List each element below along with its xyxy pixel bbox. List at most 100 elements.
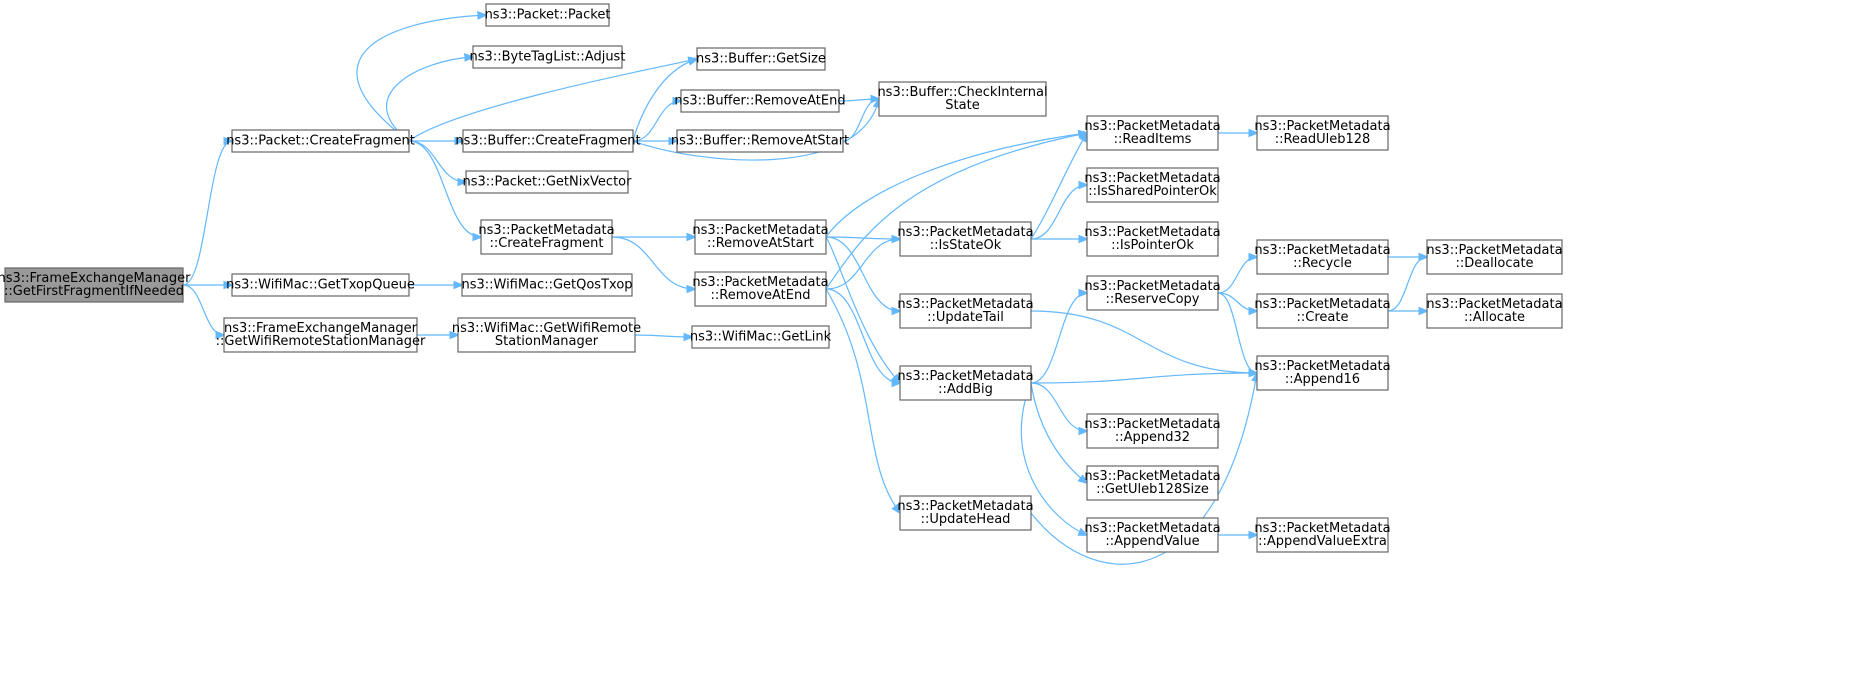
- node-label: ns3::PacketMetadata: [1084, 119, 1220, 134]
- node-label: ns3::PacketMetadata: [1254, 297, 1390, 312]
- node-label: ::GetFirstFragmentIfNeeded: [4, 284, 184, 299]
- node-pm-reservecopy[interactable]: ns3::PacketMetadata::ReserveCopy: [1084, 275, 1221, 311]
- node-box: [1086, 517, 1219, 553]
- node-pm-recycle[interactable]: ns3::PacketMetadata::Recycle: [1254, 239, 1391, 275]
- node-pm-appendvalue[interactable]: ns3::PacketMetadata::AppendValue: [1084, 517, 1221, 553]
- node-box: [694, 271, 827, 307]
- edge-buf_createfrag-to-buf_checkinternal: [632, 99, 879, 161]
- node-box: [231, 273, 410, 297]
- node-box: [1426, 239, 1563, 275]
- node-pm-append16[interactable]: ns3::PacketMetadata::Append16: [1254, 355, 1391, 391]
- edge-root-to-pkt_createfrag: [182, 141, 232, 286]
- node-label: ns3::PacketMetadata: [1084, 417, 1220, 432]
- edge-pm_updatetail-to-pm_append16: [1030, 310, 1257, 373]
- node-pm-allocate[interactable]: ns3::PacketMetadata::Allocate: [1426, 293, 1563, 329]
- node-buf-getsize[interactable]: ns3::Buffer::GetSize: [696, 47, 826, 71]
- node-pm-updatetail[interactable]: ns3::PacketMetadata::UpdateTail: [897, 293, 1034, 329]
- node-label: ::UpdateTail: [927, 310, 1004, 325]
- node-box: [1086, 275, 1219, 311]
- edge-pm_removeatstart-to-pm_updatetail: [825, 236, 900, 311]
- node-getLink[interactable]: ns3::WifiMac::GetLink: [690, 325, 832, 349]
- edge-pm_reservecopy-to-pm_recycle: [1217, 257, 1257, 294]
- node-box: [1086, 465, 1219, 501]
- node-box: [1086, 115, 1219, 151]
- node-wm-getwrsm[interactable]: ns3::WifiMac::GetWifiRemoteStationManage…: [452, 317, 641, 353]
- edge-pm_removeatend-to-pm_isstateok: [825, 239, 900, 290]
- node-pm-addbig[interactable]: ns3::PacketMetadata::AddBig: [897, 365, 1034, 401]
- node-buf-removeatend[interactable]: ns3::Buffer::RemoveAtEnd: [674, 89, 846, 113]
- node-root[interactable]: ns3::FrameExchangeManager::GetFirstFragm…: [0, 267, 191, 303]
- node-buf-removeatstart[interactable]: ns3::Buffer::RemoveAtStart: [671, 129, 849, 153]
- node-box: [1086, 167, 1219, 203]
- node-getQosTxop[interactable]: ns3::WifiMac::GetQosTxop: [461, 273, 633, 297]
- node-label: ns3::PacketMetadata: [1084, 469, 1220, 484]
- node-label: ns3::WifiMac::GetTxopQueue: [226, 278, 415, 293]
- node-box: [696, 47, 826, 71]
- node-pkt-packet[interactable]: ns3::Packet::Packet: [485, 3, 611, 27]
- edges-layer: [182, 15, 1427, 565]
- node-box: [694, 219, 827, 255]
- node-pm-removeatend[interactable]: ns3::PacketMetadata::RemoveAtEnd: [692, 271, 829, 307]
- node-label: ns3::PacketMetadata: [1426, 243, 1562, 258]
- node-box: [899, 293, 1032, 329]
- node-label: ns3::Packet::Packet: [485, 8, 611, 23]
- node-label: ns3::WifiMac::GetLink: [690, 330, 832, 345]
- node-btl-adjust[interactable]: ns3::ByteTagList::Adjust: [470, 45, 626, 69]
- node-pm-removeatstart[interactable]: ns3::PacketMetadata::RemoveAtStart: [692, 219, 829, 255]
- node-pm-updatehead[interactable]: ns3::PacketMetadata::UpdateHead: [897, 495, 1034, 531]
- node-label: ns3::Packet::CreateFragment: [226, 134, 415, 149]
- node-label: ns3::PacketMetadata: [897, 369, 1033, 384]
- node-box: [1256, 517, 1389, 553]
- node-label: ::Append16: [1285, 372, 1360, 387]
- node-box: [1086, 413, 1219, 449]
- edge-pm_removeatend-to-pm_addbig: [825, 288, 900, 383]
- node-label: ::IsStateOk: [930, 238, 1002, 253]
- node-label: ns3::Buffer::RemoveAtEnd: [674, 94, 845, 109]
- node-label: ns3::PacketMetadata: [897, 225, 1033, 240]
- node-pm-create[interactable]: ns3::PacketMetadata::Create: [1254, 293, 1391, 329]
- node-getTxopQueue[interactable]: ns3::WifiMac::GetTxopQueue: [226, 273, 415, 297]
- node-label: ::ReserveCopy: [1106, 292, 1200, 307]
- node-label: ns3::Packet::GetNixVector: [463, 175, 633, 190]
- edge-pm_create-to-pm_deallocate: [1387, 257, 1427, 312]
- node-pm-getuleb128size[interactable]: ns3::PacketMetadata::GetUleb128Size: [1084, 465, 1221, 501]
- node-label: ns3::PacketMetadata: [1254, 359, 1390, 374]
- node-pkt-getnix[interactable]: ns3::Packet::GetNixVector: [463, 170, 633, 194]
- node-pm-readuleb128[interactable]: ns3::PacketMetadata::ReadUleb128: [1254, 115, 1391, 151]
- node-box: [1256, 355, 1389, 391]
- node-label: ::IsPointerOk: [1111, 238, 1194, 253]
- edge-buf_removeatstart-to-buf_checkinternal: [842, 99, 879, 142]
- node-label: ns3::PacketMetadata: [1084, 279, 1220, 294]
- node-label: ns3::Buffer::RemoveAtStart: [671, 134, 849, 149]
- node-pm-issharedpointerok[interactable]: ns3::PacketMetadata::IsSharedPointerOk: [1084, 167, 1221, 203]
- node-box: [1256, 239, 1389, 275]
- node-label: State: [945, 98, 979, 113]
- node-pm-deallocate[interactable]: ns3::PacketMetadata::Deallocate: [1426, 239, 1563, 275]
- node-pm-isstateok[interactable]: ns3::PacketMetadata::IsStateOk: [897, 221, 1034, 257]
- node-pm-ispointerok[interactable]: ns3::PacketMetadata::IsPointerOk: [1084, 221, 1221, 257]
- node-buf-createfrag[interactable]: ns3::Buffer::CreateFragment: [455, 129, 641, 153]
- edge-pm_updatehead-to-pm_append16: [1030, 373, 1257, 565]
- node-pm-appendvalueextra[interactable]: ns3::PacketMetadata::AppendValueExtra: [1254, 517, 1391, 553]
- node-box: [1426, 293, 1563, 329]
- node-label: ::GetUleb128Size: [1096, 482, 1209, 497]
- node-box: [1256, 293, 1389, 329]
- node-label: ns3::PacketMetadata: [1084, 521, 1220, 536]
- node-pkt-createfrag[interactable]: ns3::Packet::CreateFragment: [226, 129, 415, 153]
- edge-pm_addbig-to-pm_reservecopy: [1030, 293, 1087, 384]
- edge-pkt_createfrag-to-buf_getsize: [408, 59, 697, 142]
- node-label: ns3::PacketMetadata: [1426, 297, 1562, 312]
- node-label: ns3::PacketMetadata: [478, 223, 614, 238]
- edge-pkt_createfrag-to-pm_createfrag: [408, 140, 481, 237]
- node-box: [457, 317, 636, 353]
- node-label: StationManager: [495, 334, 599, 349]
- edge-pm_addbig-to-pm_getuleb128size: [1030, 382, 1087, 483]
- node-label: ::Deallocate: [1455, 256, 1533, 271]
- node-pm-createfrag[interactable]: ns3::PacketMetadata::CreateFragment: [478, 219, 615, 255]
- node-pm-append32[interactable]: ns3::PacketMetadata::Append32: [1084, 413, 1221, 449]
- node-fem-getwrsm[interactable]: ns3::FrameExchangeManager::GetWifiRemote…: [216, 317, 426, 353]
- node-pm-readitems[interactable]: ns3::PacketMetadata::ReadItems: [1084, 115, 1221, 151]
- node-box: [1256, 115, 1389, 151]
